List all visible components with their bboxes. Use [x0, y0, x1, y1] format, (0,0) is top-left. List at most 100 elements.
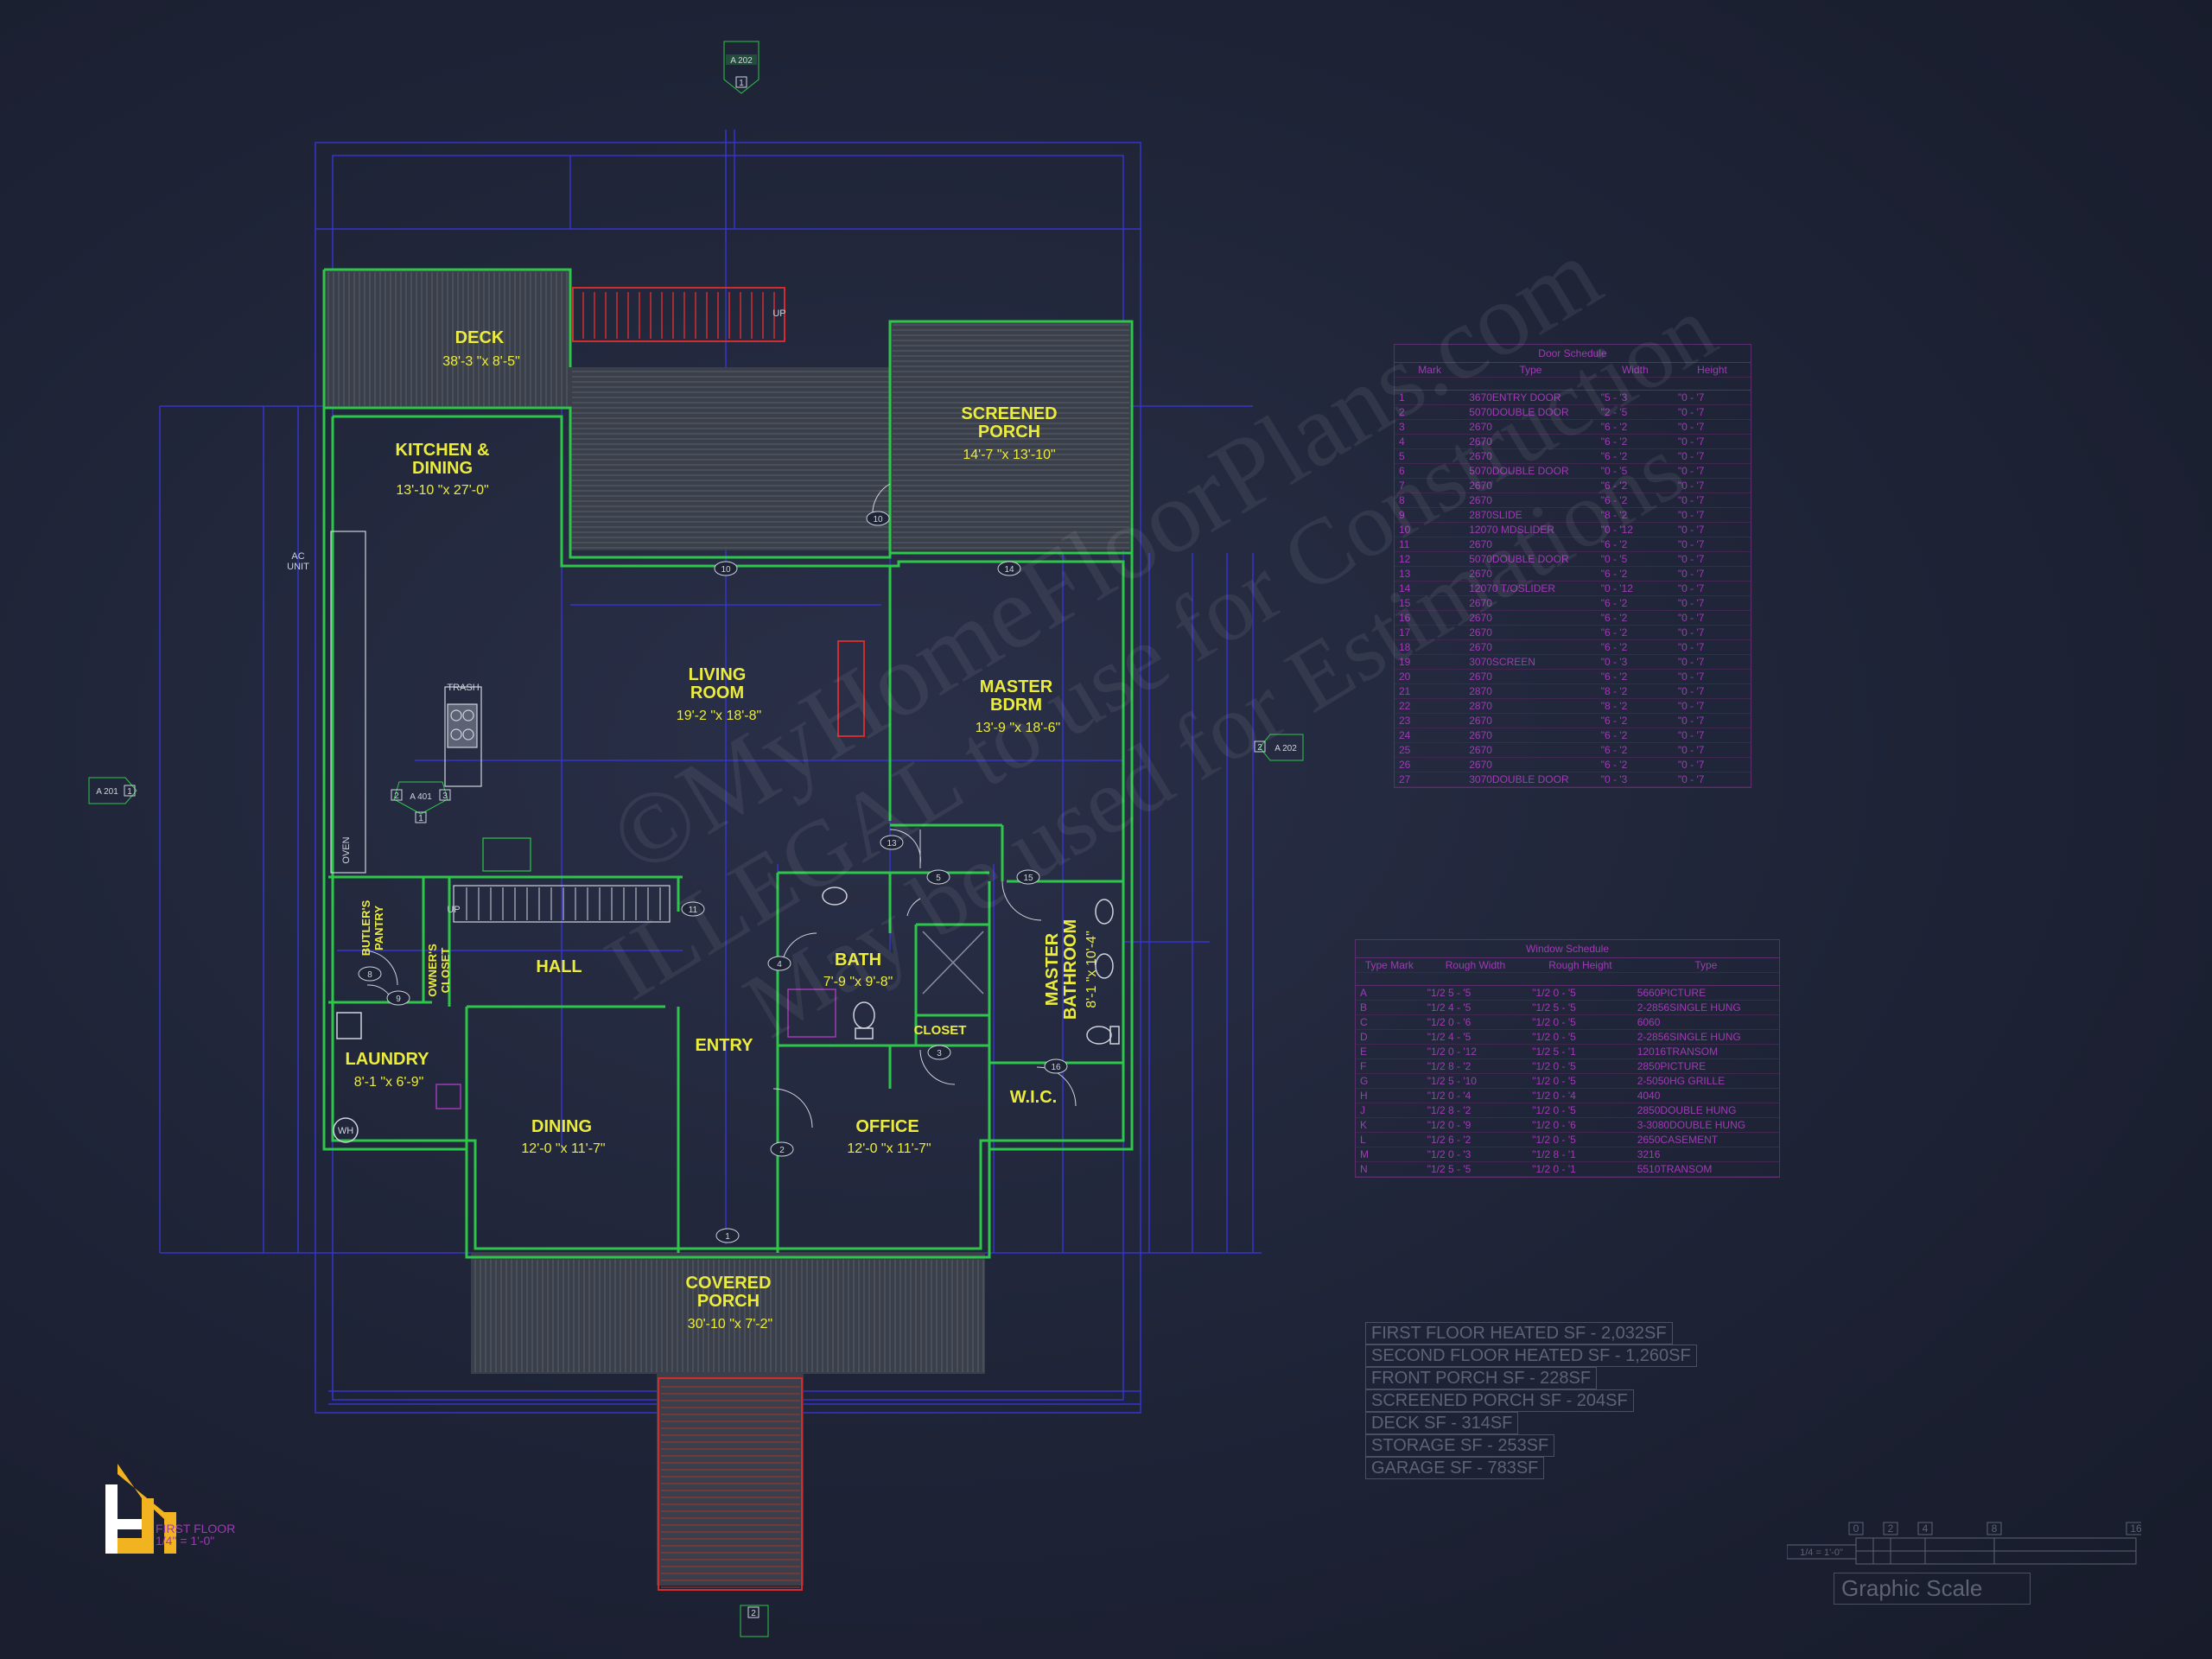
door-tag: 14: [1004, 565, 1014, 575]
deck-boards: [327, 272, 1129, 1372]
door-schedule-cell: 2870: [1469, 700, 1492, 712]
room-kitchen-2: DINING: [412, 459, 473, 478]
section-marker-left: A 201 1: [88, 777, 137, 804]
door-tag-oval: [880, 835, 904, 850]
label-unit: UNIT: [287, 562, 309, 572]
door-schedule-cell: "0 - '7: [1677, 435, 1705, 448]
door-schedule-cell: "0 - '7: [1677, 729, 1705, 741]
door-schedule-cell: "0 - '3: [1600, 773, 1628, 785]
door-tag-oval: [770, 1141, 794, 1157]
door-schedule-cell: 23: [1399, 715, 1411, 727]
window-schedule-cell: "1/2 5 - '10: [1427, 1075, 1477, 1087]
door-schedule-cell: 2670: [1469, 421, 1492, 433]
room-living-dims: 19'-2 "x 18'-8": [677, 709, 761, 723]
door-schedule-cell: 2670: [1469, 450, 1492, 462]
door-schedule-cell: 20: [1399, 671, 1411, 683]
door-tag-oval: [1016, 869, 1040, 885]
section-markers: A 202 1 A 201 1 A 202 2 A 401 1 2 3: [88, 41, 1304, 1637]
room-kitchen: KITCHEN &: [396, 441, 490, 460]
room-living: LIVING: [689, 665, 747, 684]
door-schedule-cell: 5070DOUBLE DOOR: [1469, 553, 1569, 565]
door-schedule-cell: "6 - '2: [1600, 626, 1628, 639]
door-col-width: Width: [1621, 364, 1649, 376]
door-schedule-cell: "8 - '2: [1600, 509, 1628, 521]
door-schedule-cell: "0 - '7: [1677, 715, 1705, 727]
door-tag: 5: [936, 874, 941, 883]
door-schedule-cell: "8 - '2: [1600, 700, 1628, 712]
label-up: UP: [447, 905, 460, 915]
door-tag-oval: [1044, 1058, 1068, 1074]
door-schedule-cell: "6 - '2: [1600, 612, 1628, 624]
window-col-mark: Type Mark: [1364, 959, 1414, 971]
window-schedule-cell: 2650CASEMENT: [1637, 1134, 1719, 1146]
door-schedule-cell: "2 - '5: [1600, 406, 1628, 418]
window-schedule: Window Schedule Type Mark Rough Width Ro…: [1355, 939, 1780, 1178]
room-bath-dims: 7'-9 "x 9'-8": [823, 975, 893, 989]
scale-ratio: 1/4 = 1'-0": [1800, 1548, 1843, 1558]
door-schedule-cell: "0 - '7: [1677, 524, 1705, 536]
door-schedule-cell: 2670: [1469, 612, 1492, 624]
door-schedule-cell: 5: [1399, 450, 1405, 462]
window-schedule-cell: "1/2 0 - '12: [1427, 1046, 1477, 1058]
window-schedule-cell: 3-3080DOUBLE HUNG: [1637, 1119, 1746, 1131]
window-schedule-cell: "1/2 0 - '5: [1532, 1031, 1576, 1043]
window-schedule-cell: "1/2 0 - '1: [1532, 1163, 1576, 1175]
door-schedule-cell: "8 - '2: [1600, 685, 1628, 697]
door-schedule-cell: "0 - '7: [1677, 759, 1705, 771]
window-schedule-cell: "1/2 0 - '9: [1427, 1119, 1471, 1131]
window-schedule-cell: "1/2 0 - '5: [1532, 1104, 1576, 1116]
exterior-stairs: [572, 287, 865, 1591]
door-schedule-cell: "0 - '7: [1677, 685, 1705, 697]
door-schedule-cell: 12070 T/OSLIDER: [1469, 582, 1556, 594]
door-schedule-cell: "0 - '7: [1677, 465, 1705, 477]
room-laundry-dims: 8'-1 "x 6'-9": [354, 1075, 424, 1090]
door-schedule-cell: 14: [1399, 582, 1411, 594]
floor-label-name: FIRST FLOOR: [156, 1522, 236, 1535]
door-schedule-cell: "0 - '7: [1677, 406, 1705, 418]
room-living-2: ROOM: [690, 683, 744, 702]
window-schedule-cell: "1/2 0 - '3: [1427, 1148, 1471, 1160]
door-schedule-cell: 7: [1399, 480, 1405, 492]
window-schedule-cell: 2-2856SINGLE HUNG: [1637, 1001, 1741, 1014]
door-schedule-cell: "6 - '2: [1600, 729, 1628, 741]
fixture-labels: AC UNIT TRASH OVEN WH UP UP: [287, 308, 785, 1136]
room-deck: DECK: [455, 328, 505, 347]
door-schedule-title: Door Schedule: [1395, 345, 1751, 363]
door-tag-oval: [715, 1228, 740, 1243]
scale-title: Graphic Scale: [1834, 1573, 2031, 1605]
door-schedule-cell: 10: [1399, 524, 1411, 536]
room-screened-porch: SCREENED: [961, 404, 1057, 423]
door-tag-oval: [997, 561, 1021, 576]
label-trash: TRASH: [447, 683, 479, 693]
floor-label-scale: 1/4" = 1'-0": [156, 1534, 215, 1548]
door-schedule-cell: 4: [1399, 435, 1405, 448]
door-schedule-cell: 2670: [1469, 494, 1492, 506]
door-tag: 4: [777, 960, 782, 969]
room-dining-dims: 12'-0 "x 11'-7": [521, 1141, 605, 1156]
window-schedule-cell: "1/2 0 - '5: [1532, 1060, 1576, 1072]
window-schedule-cell: 12016TRANSOM: [1637, 1046, 1719, 1058]
room-owners-closet: OWNER'S: [426, 944, 439, 997]
door-schedule-cell: "0 - '7: [1677, 450, 1705, 462]
room-closet: CLOSET: [914, 1023, 967, 1038]
door-schedule-cell: 2670: [1469, 671, 1492, 683]
section-right-label: A 202: [1274, 744, 1297, 753]
room-covered-porch-dims: 30'-10 "x 7'-2": [688, 1317, 772, 1332]
door-schedule-cell: 9: [1399, 509, 1405, 521]
door-schedule-cell: "0 - '12: [1600, 582, 1633, 594]
door-schedule-cell: "0 - '7: [1677, 568, 1705, 580]
room-entry: ENTRY: [695, 1036, 753, 1055]
section-kitchen-num3: 3: [442, 791, 448, 801]
